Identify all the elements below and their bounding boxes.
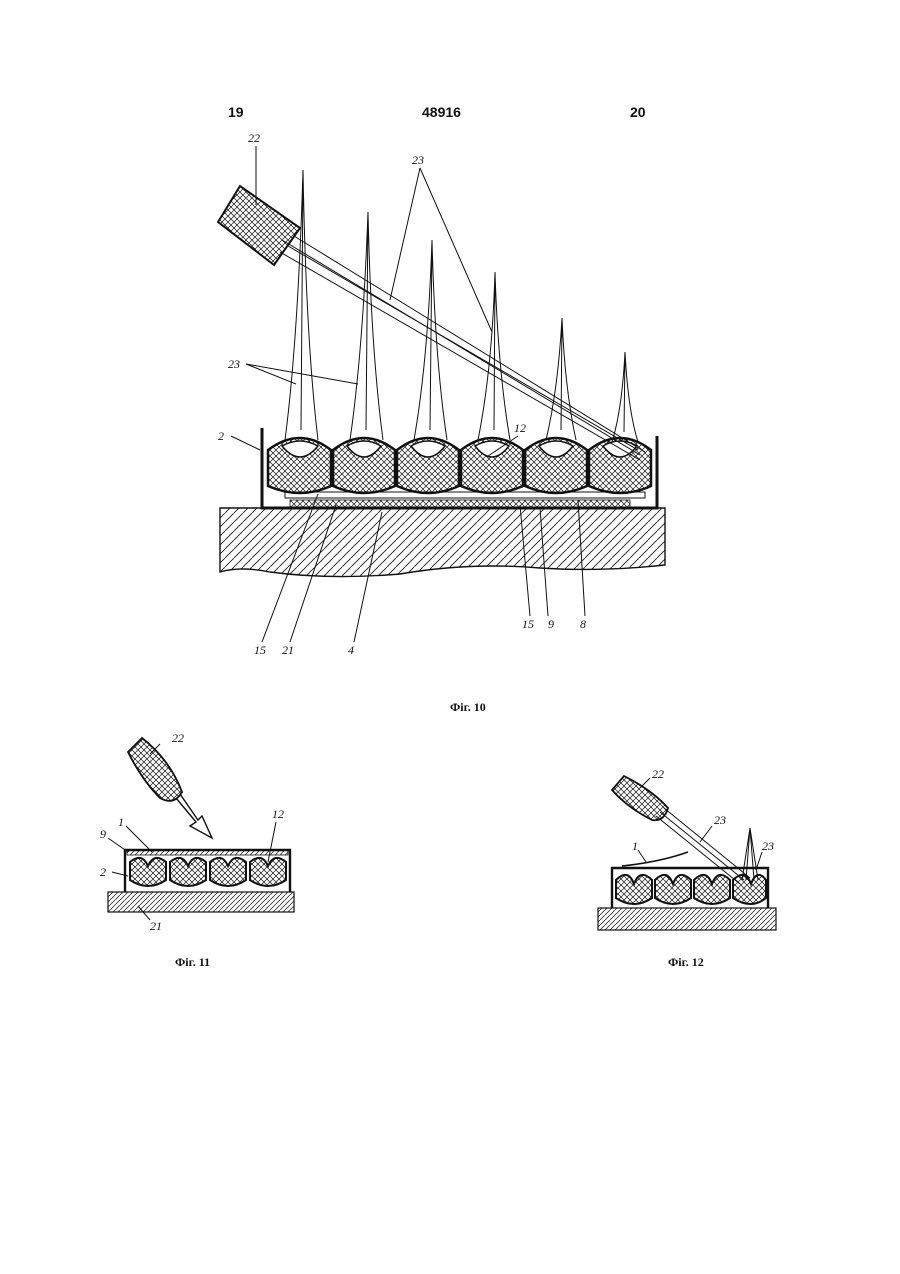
fig10-label-22: 22 [248,131,260,145]
figure-11: 22 1 9 12 2 21 [100,731,294,933]
fig10-label-8: 8 [580,617,586,631]
fig10-label-23-left: 23 [228,357,240,371]
fig10-filaments [285,170,638,442]
fig11-elements [130,858,286,886]
fig10-elements [268,438,651,493]
fig11-label-9: 9 [100,827,106,841]
fig11-label-12: 12 [272,807,284,821]
fig11-label-21: 21 [150,919,162,933]
fig11-label-1: 1 [118,815,124,829]
figure-12-caption: Фіг. 12 [668,955,704,970]
fig12-base [598,908,776,930]
fig10-layer-plate [285,492,645,498]
figure-12: 22 23 23 1 [598,767,776,930]
fig11-nozzle [128,738,182,801]
fig12-label-23-left: 23 [714,813,726,827]
figure-10-caption: Фіг. 10 [450,700,486,715]
fig12-nozzle [612,776,668,820]
fig10-label-9: 9 [548,617,554,631]
fig10-label-4: 4 [348,643,354,657]
fig12-leaders [638,778,762,870]
fig10-label-12: 12 [514,421,526,435]
fig11-label-22: 22 [172,731,184,745]
fig11-arrow [176,794,212,838]
fig10-label-15-left: 15 [254,643,266,657]
fig11-base [108,892,294,912]
fig10-label-15-right: 15 [522,617,534,631]
fig10-label-2: 2 [218,429,224,443]
fig12-spray [656,808,758,884]
fig10-nozzle [218,186,300,265]
fig11-label-2: 2 [100,865,106,879]
fig10-label-21: 21 [282,643,294,657]
fig12-label-22: 22 [652,767,664,781]
figure-11-caption: Фіг. 11 [175,955,210,970]
fig12-strip [622,852,688,866]
fig10-base [220,508,665,577]
fig12-label-23-right: 23 [762,839,774,853]
fig10-label-23-top: 23 [412,153,424,167]
figure-10: 22 23 23 2 12 15 21 4 15 9 8 [218,131,665,657]
fig12-label-1: 1 [632,839,638,853]
fig10-spray-beam [280,236,645,460]
fig10-layer-mesh [290,500,630,508]
